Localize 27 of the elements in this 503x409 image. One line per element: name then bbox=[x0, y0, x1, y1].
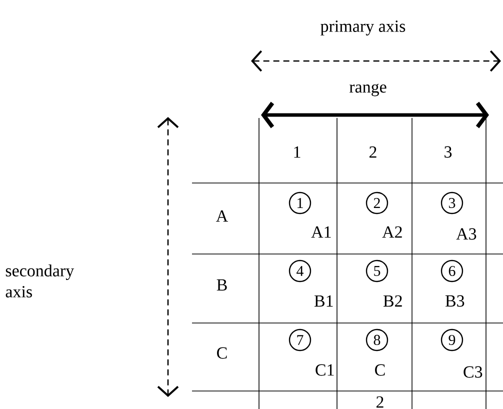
circled-number: 5 bbox=[366, 260, 388, 282]
circled-number: 9 bbox=[440, 328, 464, 352]
cell-label: B1 bbox=[314, 295, 333, 307]
axis-label: range bbox=[349, 84, 386, 96]
circled-number: 4 bbox=[288, 260, 312, 282]
cell-label: A2 bbox=[382, 226, 402, 238]
circled-number: 6 bbox=[440, 260, 464, 282]
cell-label: C3 bbox=[464, 366, 482, 378]
column-header: 2 bbox=[370, 146, 376, 158]
cell-label: C1 bbox=[316, 364, 334, 376]
cell-label: A1 bbox=[311, 226, 331, 238]
row-header: C bbox=[217, 347, 227, 359]
row-header: B bbox=[216, 279, 227, 291]
cell-label: A3 bbox=[456, 228, 476, 240]
cell-label: B3 bbox=[445, 295, 464, 307]
circled-number: 3 bbox=[440, 192, 464, 214]
column-header: 1 bbox=[294, 146, 300, 158]
column-header: 3 bbox=[444, 146, 452, 158]
cell-label: 2 bbox=[376, 396, 384, 408]
circled-number: 1 bbox=[288, 192, 312, 214]
cell-label: B2 bbox=[383, 295, 402, 307]
row-header: A bbox=[216, 210, 228, 222]
circled-number: 8 bbox=[366, 328, 388, 352]
circled-number: 2 bbox=[366, 192, 388, 214]
axis-label: primary axis bbox=[320, 20, 406, 36]
axis-label: secondary axis bbox=[6, 264, 74, 298]
circled-number: 7 bbox=[288, 328, 312, 352]
